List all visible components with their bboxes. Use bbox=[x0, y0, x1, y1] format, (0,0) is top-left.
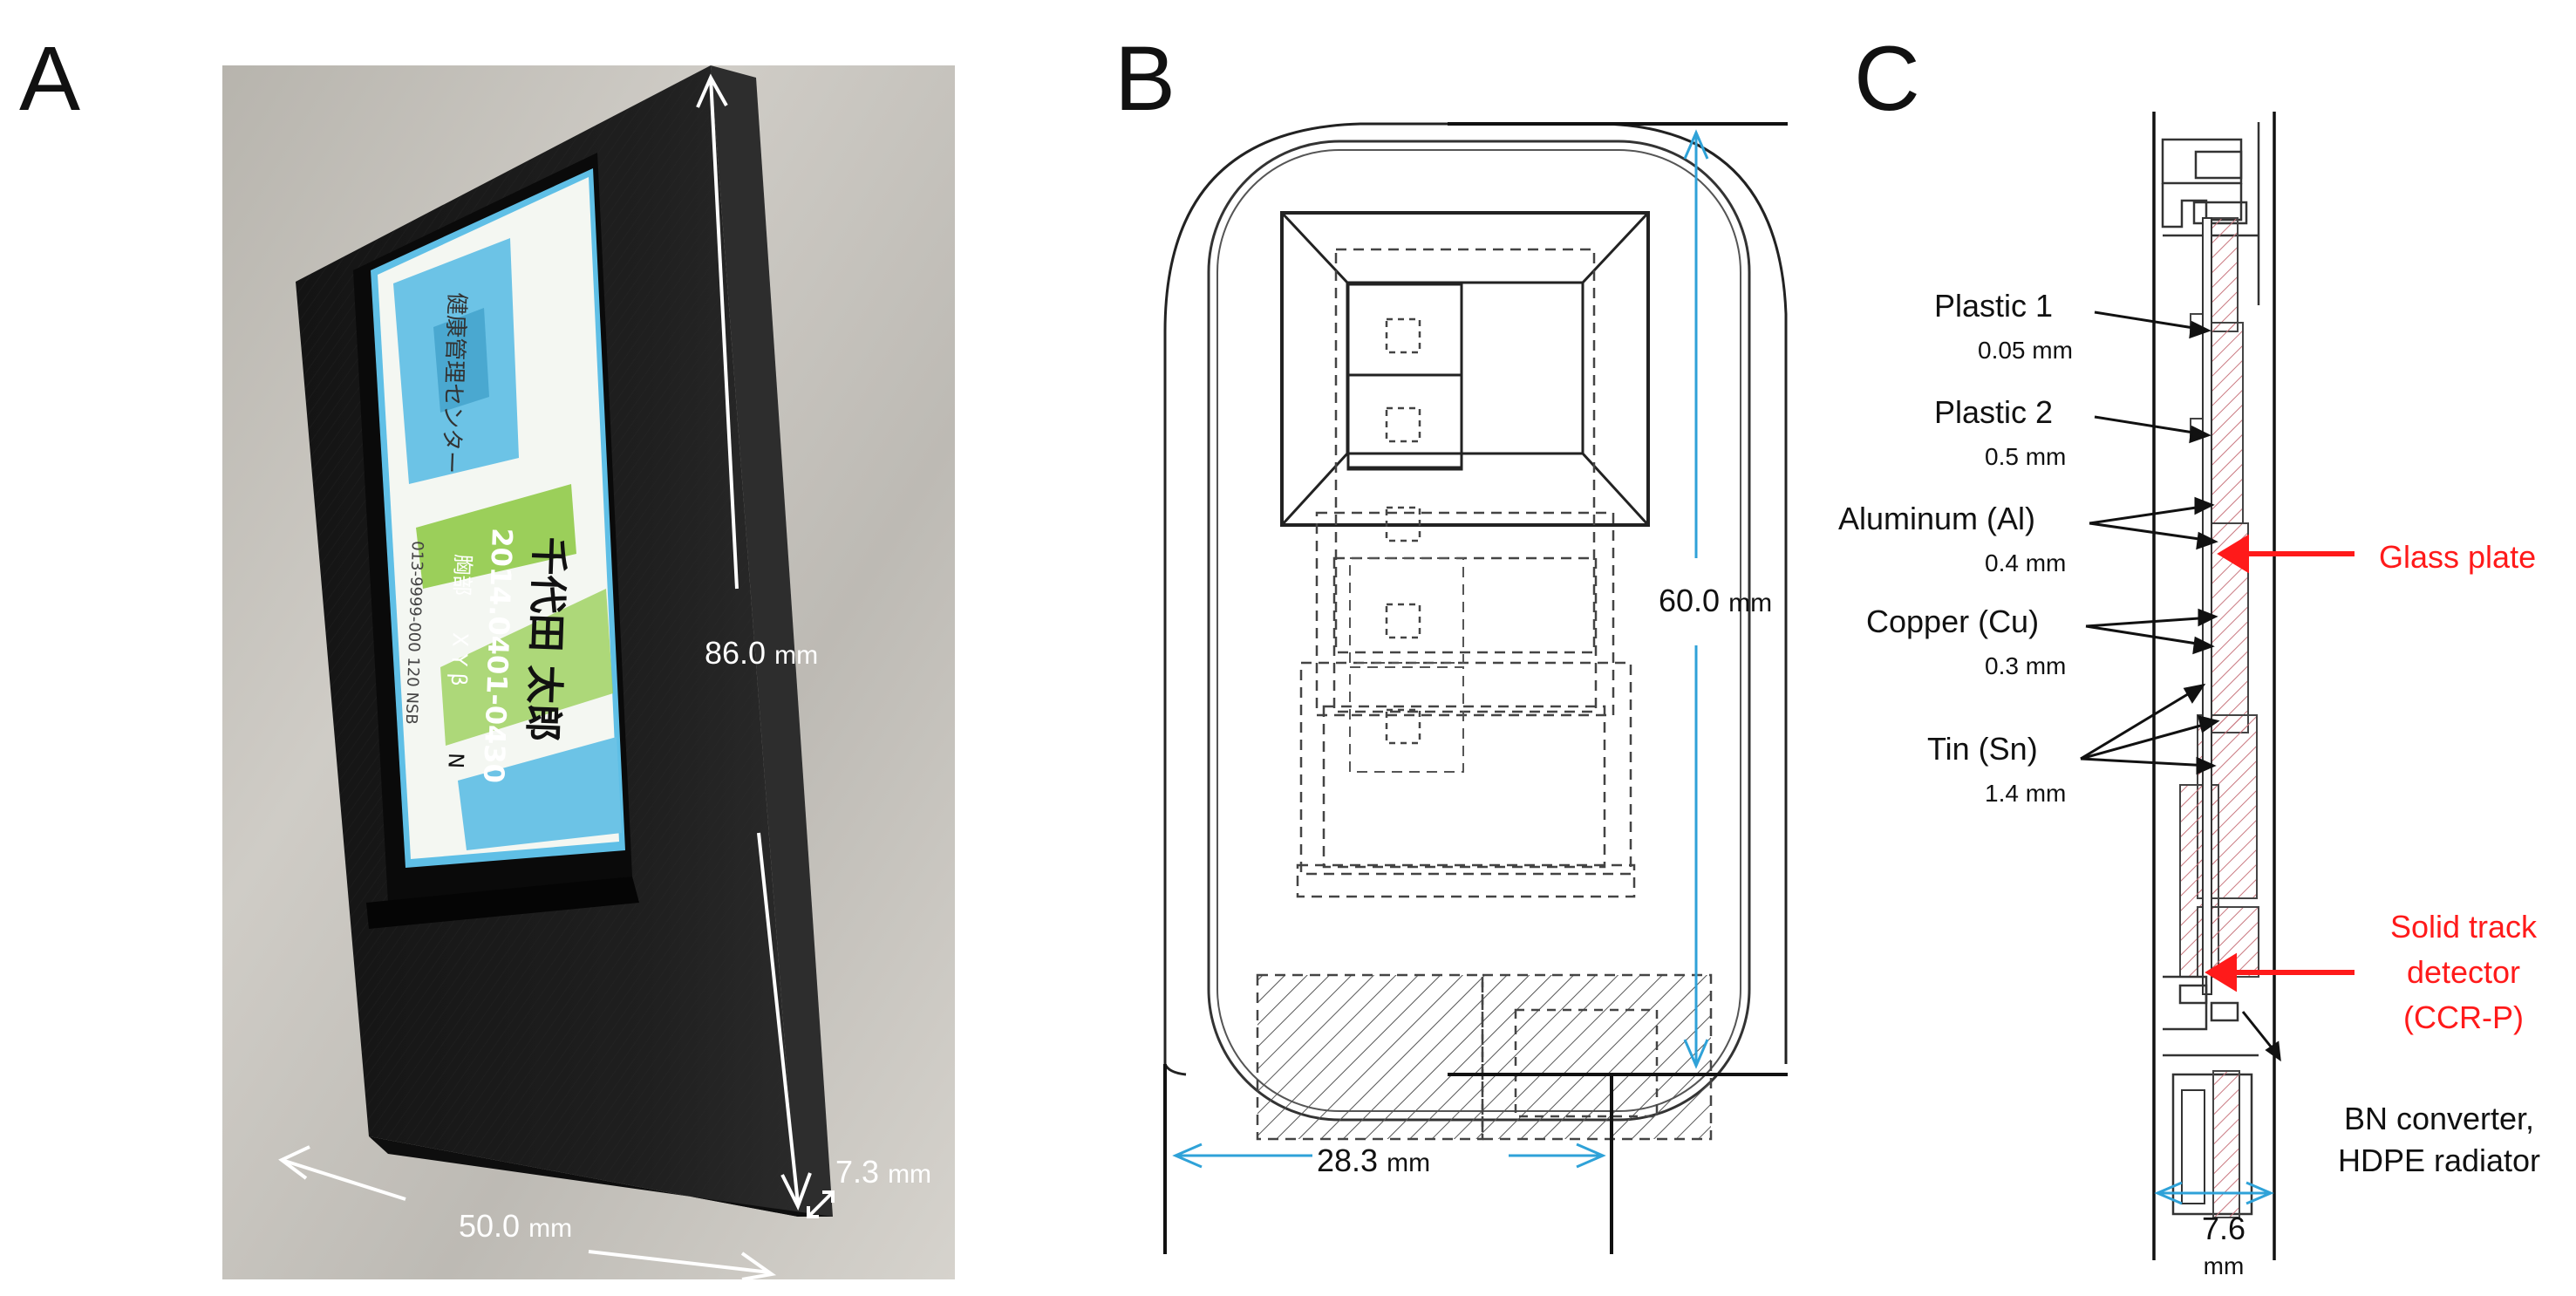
leader-lines bbox=[2080, 310, 2281, 1062]
layer-label-copper: Copper (Cu) bbox=[1866, 604, 2040, 639]
dim-b-height-value: 60.0 bbox=[1659, 583, 1721, 618]
dim-a-height: 86.0 mm bbox=[705, 635, 818, 672]
dim-b-width-value: 28.3 bbox=[1317, 1143, 1379, 1178]
badge-card bbox=[371, 168, 625, 868]
layer-label-plastic-2: Plastic 2 bbox=[1934, 394, 2054, 430]
dimension-arrow-c bbox=[2154, 1181, 2274, 1205]
layer-thickness-plastic-1: 0.05 mm bbox=[1978, 337, 2073, 364]
dim-c-width-value: 7.6 bbox=[2201, 1211, 2246, 1246]
panel-c-cross-section bbox=[2152, 112, 2276, 1260]
converter-label-line-1: BN converter, bbox=[2343, 1101, 2535, 1136]
converter-block-left bbox=[1256, 973, 1484, 1141]
panel-c-label: C bbox=[1854, 28, 1920, 130]
card-dept: 胸部 bbox=[449, 554, 475, 597]
dim-a-width-value: 50.0 bbox=[459, 1208, 521, 1244]
layer-thickness-plastic-2: 0.5 mm bbox=[1985, 443, 2067, 470]
panel-c-annotations bbox=[2080, 310, 2355, 1062]
converter-block-right bbox=[1481, 973, 1713, 1141]
dim-a-depth-value: 7.3 bbox=[835, 1154, 880, 1190]
dim-a-height-value: 86.0 bbox=[705, 635, 767, 671]
glass-plate-label: Glass plate bbox=[2379, 539, 2537, 575]
panel-b-label: B bbox=[1114, 28, 1176, 130]
dim-c-width-unit: mm bbox=[2203, 1252, 2245, 1279]
dim-a-depth-unit: mm bbox=[888, 1160, 932, 1189]
layer-thickness-aluminum: 0.4 mm bbox=[1985, 549, 2067, 576]
dim-a-width-unit: mm bbox=[528, 1214, 573, 1243]
dimension-arrows-b bbox=[1172, 129, 1709, 1169]
badge-inner-outline bbox=[1207, 140, 1751, 1122]
photo-dimension-arrows bbox=[278, 73, 835, 1279]
dim-a-depth: 7.3 mm bbox=[835, 1154, 931, 1190]
card-tag-n: N bbox=[443, 753, 468, 769]
extension-lines bbox=[1163, 122, 1788, 1254]
internal-dashed-outline bbox=[1296, 248, 1636, 898]
panel-a-label: A bbox=[19, 28, 81, 130]
card-org: 健康管理センター bbox=[437, 292, 469, 474]
layer-thickness-copper: 0.3 mm bbox=[1985, 652, 2067, 679]
detector-chips bbox=[1385, 317, 1421, 745]
layer-thickness-tin: 1.4 mm bbox=[1985, 780, 2067, 807]
card-slot bbox=[366, 877, 639, 929]
layer-label-plastic-1: Plastic 1 bbox=[1934, 288, 2054, 324]
detector-label-line-1: Solid track bbox=[2389, 909, 2538, 945]
card-tags: X Y β bbox=[446, 632, 473, 687]
dim-b-height: 60.0 mm bbox=[1659, 583, 1772, 619]
dim-b-width: 28.3 mm bbox=[1317, 1143, 1430, 1179]
panel-b-drawing bbox=[1163, 122, 1788, 1254]
detector-label-line-2: detector bbox=[2406, 954, 2521, 990]
layer-label-tin: Tin (Sn) bbox=[1927, 731, 2038, 767]
dim-b-height-unit: mm bbox=[1728, 589, 1773, 617]
dim-a-height-unit: mm bbox=[774, 641, 819, 670]
detector-label-line-3: (CCR-P) bbox=[2403, 999, 2524, 1035]
red-arrows bbox=[2205, 534, 2355, 992]
dim-b-width-unit: mm bbox=[1387, 1149, 1431, 1177]
card-name: 千代田 太郎 bbox=[520, 536, 571, 743]
converter-label-line-2: HDPE radiator bbox=[2337, 1143, 2541, 1178]
dim-a-width: 50.0 mm bbox=[459, 1208, 572, 1245]
panel-a-photo: 千代田 太郎 2014.0401-0430 健康管理センター 胸部 X Y β … bbox=[222, 65, 955, 1279]
case-outline bbox=[2152, 112, 2276, 1260]
layer-label-aluminum: Aluminum (Al) bbox=[1838, 501, 2036, 536]
badge-outline bbox=[1163, 122, 1788, 1064]
holder-side-face bbox=[711, 65, 833, 1217]
filter-frame bbox=[1280, 211, 1650, 527]
